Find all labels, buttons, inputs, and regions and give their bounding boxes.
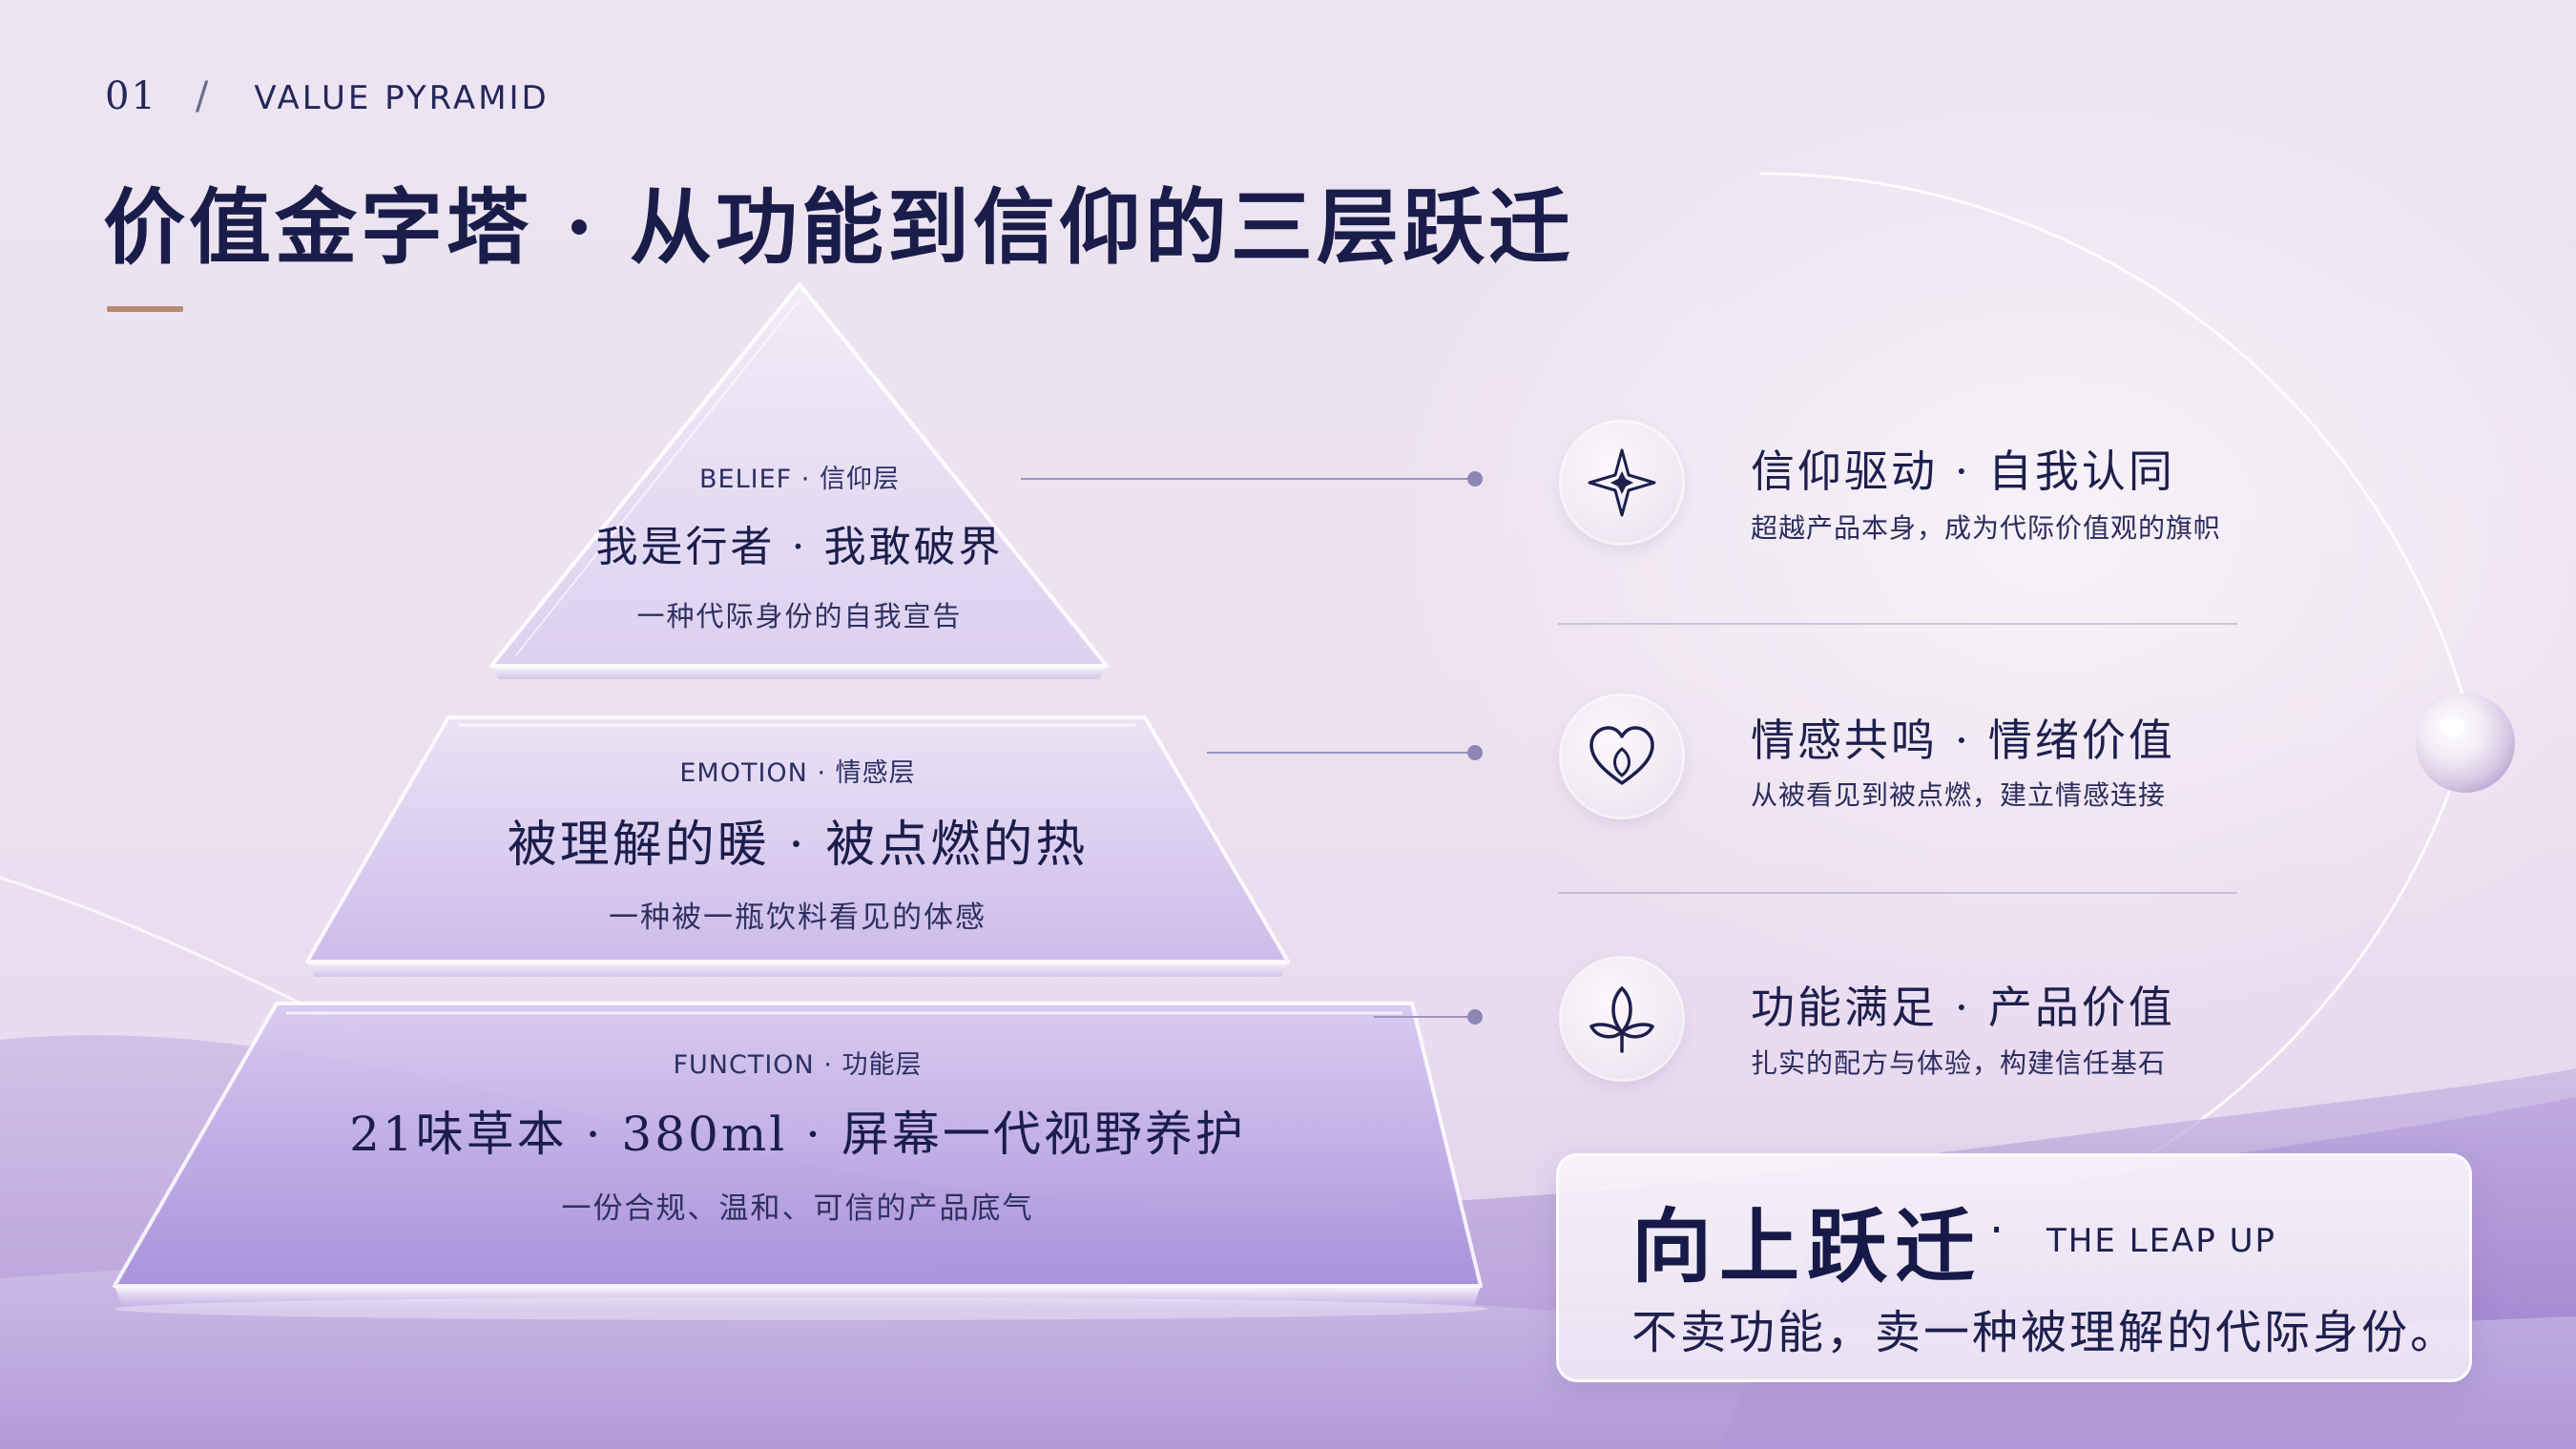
function-tag: FUNCTION · 功能层 bbox=[673, 1050, 923, 1080]
emotion-sub: 一种被一瓶饮料看见的体感 bbox=[609, 900, 987, 935]
title-underline bbox=[107, 306, 183, 312]
emotion-tag: EMOTION · 情感层 bbox=[679, 758, 916, 788]
heart-icon bbox=[1562, 696, 1682, 817]
leap-title-en: THE LEAP UP bbox=[2046, 1222, 2277, 1260]
section-label: VALUE PYRAMID bbox=[254, 79, 550, 117]
function-tier-text: FUNCTION · 功能层 21味草本 · 380ml · 屏幕一代视野养护 … bbox=[273, 1044, 1322, 1227]
belief-tier-text: BELIEF · 信仰层 我是行者 · 我敢破界 一种代际身份的自我宣告 bbox=[513, 458, 1086, 634]
value-title-belief: 信仰驱动 · 自我认同 bbox=[1751, 445, 2175, 497]
pyramid-tier-belief bbox=[489, 282, 1109, 679]
function-main: 21味草本 · 380ml · 屏幕一代视野养护 bbox=[349, 1107, 1246, 1162]
page-title: 价值金字塔 · 从功能到信仰的三层跃迁 bbox=[103, 179, 1574, 276]
compass-star-icon bbox=[1562, 423, 1682, 543]
leap-dot: · bbox=[1989, 1204, 2005, 1257]
section-eyebrow: 01 / VALUE PYRAMID bbox=[105, 74, 550, 118]
emotion-tier-text: EMOTION · 情感层 被理解的暖 · 被点燃的热 一种被一瓶饮料看见的体感 bbox=[416, 752, 1179, 936]
value-title-emotion: 情感共鸣 · 情绪价值 bbox=[1751, 714, 2175, 766]
function-sub: 一份合规、温和、可信的产品底气 bbox=[561, 1191, 1034, 1226]
value-divider bbox=[1558, 623, 2237, 625]
pyramid-tier-function bbox=[113, 1002, 1488, 1320]
belief-tag: BELIEF · 信仰层 bbox=[699, 465, 900, 494]
leap-subtitle: 不卖功能，卖一种被理解的代际身份。 bbox=[1631, 1306, 2460, 1359]
connector-dot-belief bbox=[1467, 471, 1483, 486]
leap-title: 向上跃迁 bbox=[1631, 1199, 1984, 1294]
value-subtitle-function: 扎实的配方与体验，构建信任基石 bbox=[1751, 1047, 2167, 1079]
value-subtitle-emotion: 从被看见到被点燃，建立情感连接 bbox=[1751, 779, 2167, 811]
connector-dot-function bbox=[1467, 1009, 1483, 1025]
emotion-main: 被理解的暖 · 被点燃的热 bbox=[507, 817, 1089, 874]
belief-main: 我是行者 · 我敢破界 bbox=[595, 523, 1004, 571]
section-separator: / bbox=[195, 74, 211, 118]
pearl-orb bbox=[2416, 693, 2515, 793]
value-title-function: 功能满足 · 产品价值 bbox=[1751, 982, 2175, 1033]
connector-dot-emotion bbox=[1467, 745, 1483, 760]
sprout-icon bbox=[1562, 959, 1682, 1079]
leap-up-card bbox=[1556, 1153, 2472, 1382]
pyramid-tier-emotion bbox=[305, 715, 1290, 977]
belief-sub: 一种代际身份的自我宣告 bbox=[636, 600, 963, 632]
section-number: 01 bbox=[105, 74, 157, 118]
value-subtitle-belief: 超越产品本身，成为代际价值观的旗帜 bbox=[1751, 512, 2222, 544]
value-divider bbox=[1558, 892, 2237, 894]
